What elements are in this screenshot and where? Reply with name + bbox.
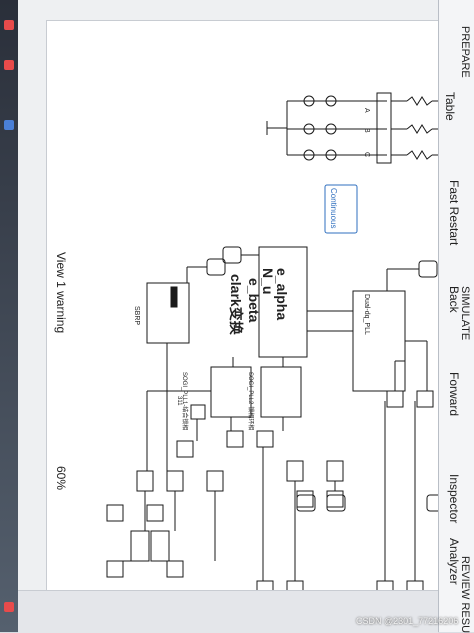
math-block [136,470,154,492]
clark-formula-top: e_alpha [274,268,290,321]
fast-restart-button[interactable]: Fast Restart [447,180,461,246]
toolstrip: PREPARE Table Fast Restart Back SIMULATE… [438,0,474,633]
source-phase-b-icon [303,123,315,135]
goto-tag-block [206,258,226,276]
sogi-pll-2-label: SOGI_PLL2-锁相环相 [247,372,253,431]
sbrp-label: SBRP [133,306,140,326]
math-block [166,470,184,492]
constant-block [190,404,206,420]
clark-formula-mid: N_u [260,268,276,295]
tab-simulate[interactable]: SIMULATE [459,286,471,341]
clark-formula-bot: e_beta [246,278,262,323]
simulink-workspace [18,0,448,632]
dual-pll-block [352,290,406,392]
math-block [326,460,344,482]
watermark: CSDN @2301_77216206 [356,616,459,626]
scope-block [106,504,124,522]
continuous-label[interactable]: Continuous [329,188,338,229]
scope-block [416,390,434,408]
app-icon [4,602,14,612]
scope-block [106,560,124,578]
status-bar [18,590,438,633]
scope-block [296,490,314,508]
forward-button[interactable]: Forward [447,372,461,417]
scope-block [146,504,164,522]
from-tag-block [296,494,316,512]
tab-prepare[interactable]: PREPARE [459,26,471,78]
source-phase-c-icon [303,149,315,161]
vi-measurement-block [376,92,392,164]
sogi-pll-1-label: SOGI_PLL1-结合锁相 [181,372,187,431]
port-c-label: C [363,152,370,158]
table-button[interactable]: Table [443,92,457,121]
math-block [206,470,224,492]
scope-block [176,440,194,458]
powergui-block [324,184,358,234]
tab-review-results[interactable]: REVIEW RESU [459,556,471,633]
goto-tag-block [222,246,242,264]
source-phase-a-icon [303,95,315,107]
zoom-level: 60% [54,466,68,491]
goto-tag-block [418,260,438,278]
port-a-label: A [363,108,370,113]
from-tag-block [326,494,346,512]
dual-pll-label: Dual-dq_PLL [363,294,370,335]
scope-block [226,430,244,448]
warning-link[interactable]: View 1 warning [54,252,68,334]
os-sidebar [0,0,18,632]
constant-value: 311 [176,396,182,406]
scope-block [256,430,274,448]
sogi-pll-1-block [210,366,252,418]
sbrp-block [146,282,190,344]
clark-title: clark变换 [228,274,244,335]
model-canvas[interactable] [46,20,448,622]
sogi-pll-2-block [260,366,302,418]
scope-block [326,490,344,508]
product-block [150,530,170,562]
math-block [286,460,304,482]
scope-block [166,560,184,578]
app-icon [4,20,14,30]
app-icon [4,60,14,70]
inspector-button[interactable]: Inspector [447,474,461,524]
product-block [130,530,150,562]
port-b-label: B [363,128,370,133]
scope-block [386,390,404,408]
block-diagram [106,92,446,598]
app-icon [4,120,14,130]
